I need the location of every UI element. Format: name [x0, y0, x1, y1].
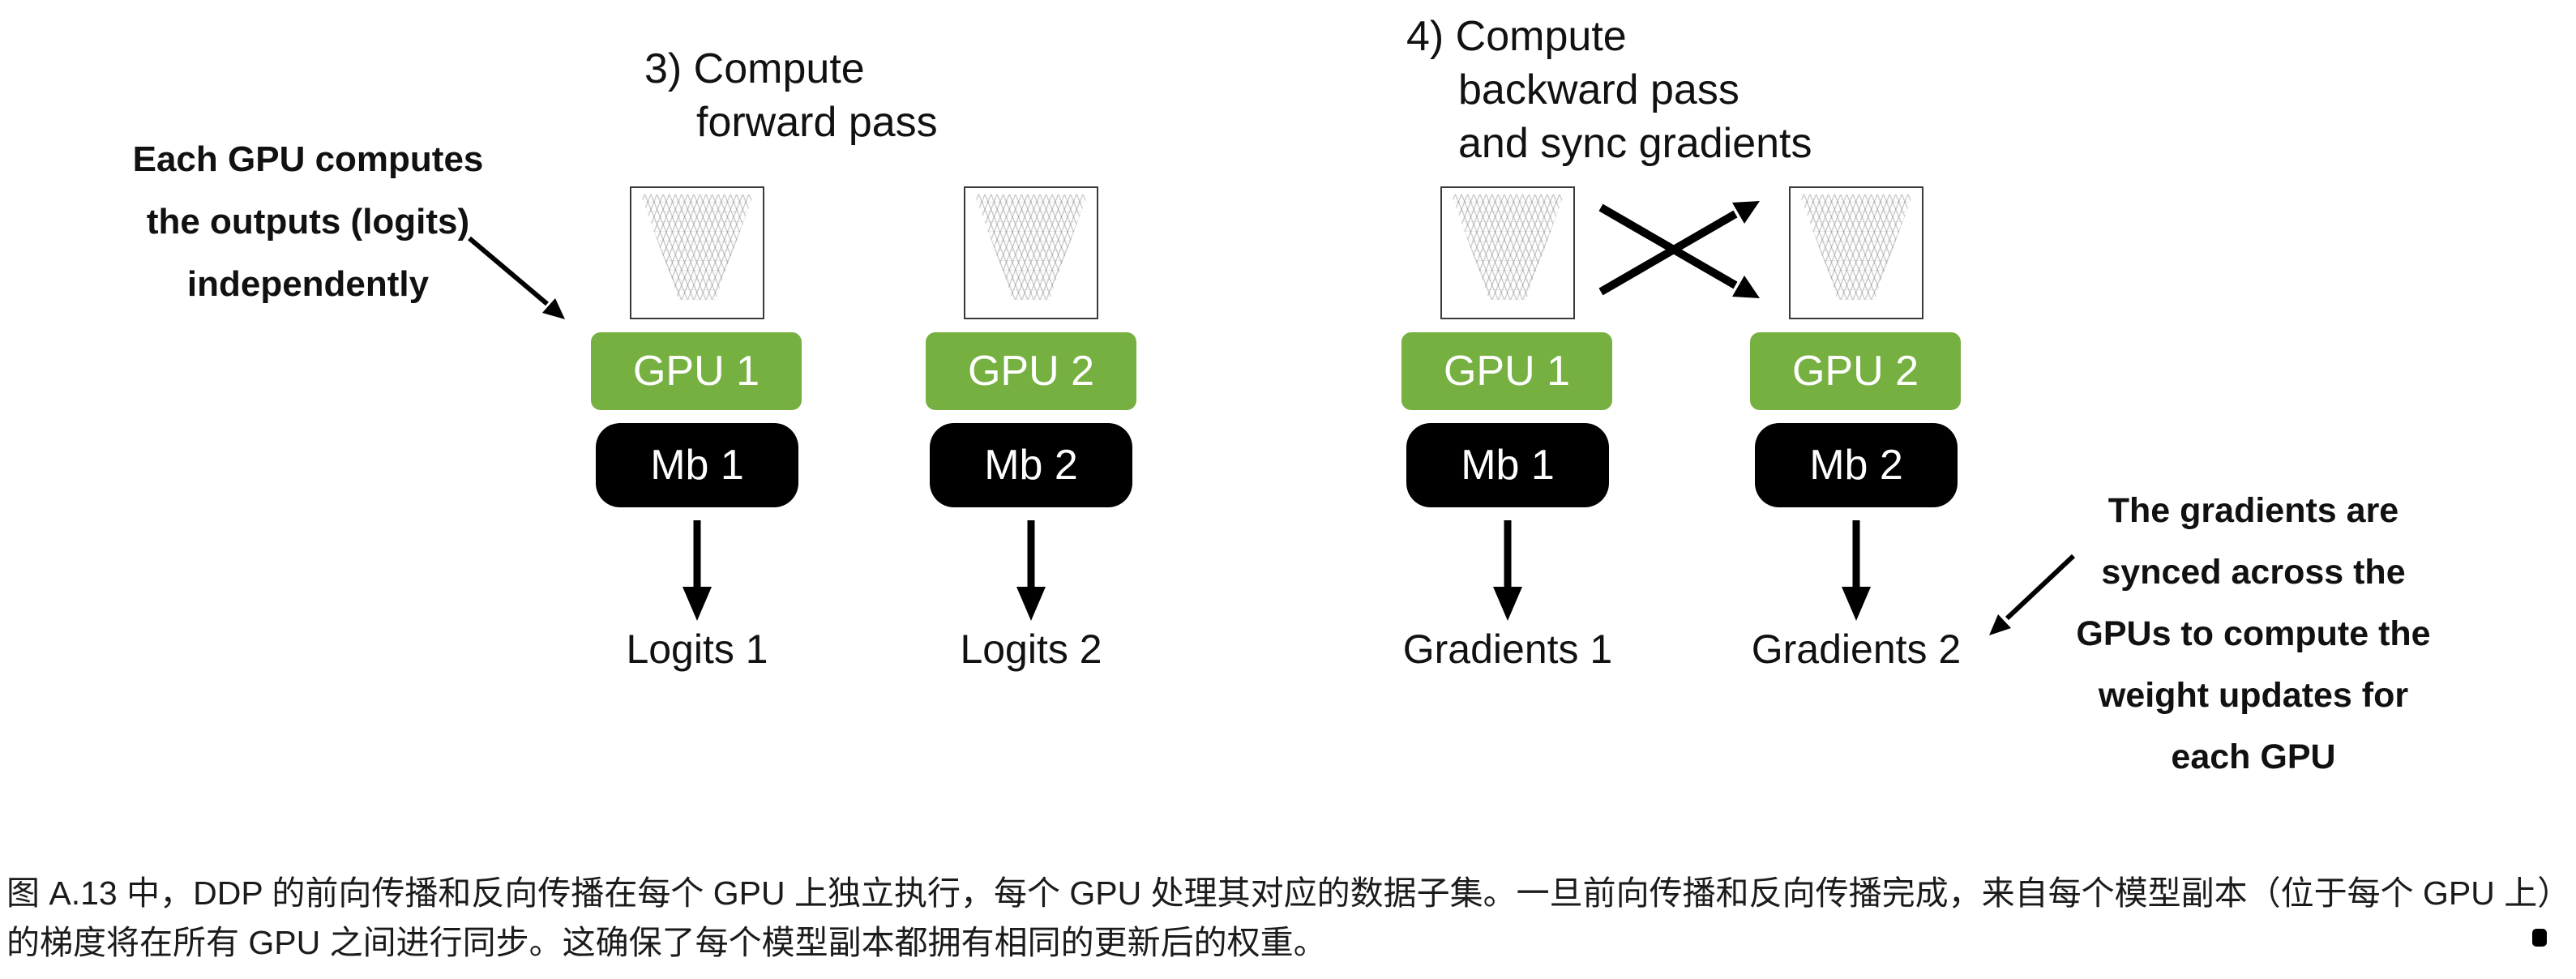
- down-arrow-icon: [1013, 517, 1049, 622]
- step4-label-line2: backward pass: [1458, 66, 1739, 113]
- left-annotation-line3: independently: [186, 264, 430, 304]
- neural-network-icon: [630, 186, 764, 319]
- gpu-box: GPU 2: [1750, 332, 1961, 410]
- annotation-arrow-icon: [1984, 553, 2077, 646]
- output-label: Logits 1: [626, 626, 768, 672]
- right-annotation-line2: synced across the: [2101, 553, 2406, 592]
- neural-network-icon: [1440, 186, 1575, 319]
- microbatch-box: Mb 2: [1755, 423, 1958, 507]
- step3-label-line2: forward pass: [696, 99, 938, 146]
- step3-label: 3) Compute forward pass: [644, 42, 938, 149]
- microbatch-box: Mb 1: [1406, 423, 1609, 507]
- step3-label-line1: 3) Compute: [644, 45, 865, 92]
- sync-arrows-icon: [1589, 193, 1775, 306]
- right-annotation-line5: each GPU: [2171, 737, 2336, 776]
- right-annotation-line1: The gradients are: [2107, 491, 2399, 530]
- output-label: Gradients 1: [1402, 626, 1613, 672]
- down-arrow-icon: [1490, 517, 1525, 622]
- gpu-box: GPU 1: [591, 332, 802, 410]
- left-annotation-line1: Each GPU computes: [132, 139, 484, 179]
- right-annotation-line3: GPUs to compute the: [2076, 614, 2431, 653]
- neural-network-icon: [1789, 186, 1923, 319]
- output-label: Gradients 2: [1751, 626, 1962, 672]
- gpu-box: GPU 1: [1401, 332, 1612, 410]
- step4-label-line3: and sync gradients: [1458, 120, 1812, 167]
- down-arrow-icon: [1838, 517, 1874, 622]
- step4-label: 4) Compute backward pass and sync gradie…: [1406, 10, 1812, 170]
- caption-line1: 图 A.13 中，DDP 的前向传播和反向传播在每个 GPU 上独立执行，每个 …: [6, 874, 2571, 912]
- output-label: Logits 2: [960, 626, 1102, 672]
- microbatch-box: Mb 1: [596, 423, 798, 507]
- left-annotation: Each GPU computes the outputs (logits) i…: [73, 128, 543, 315]
- down-arrow-icon: [679, 517, 715, 622]
- caption-line2: 的梯度将在所有 GPU 之间进行同步。这确保了每个模型副本都拥有相同的更新后的权…: [6, 924, 1327, 961]
- left-annotation-line2: the outputs (logits): [146, 202, 470, 242]
- right-annotation-line4: weight updates for: [2098, 676, 2409, 715]
- step4-label-line1: 4) Compute: [1406, 13, 1627, 60]
- microbatch-box: Mb 2: [930, 423, 1132, 507]
- figure-caption: 图 A.13 中，DDP 的前向传播和反向传播在每个 GPU 上独立执行，每个 …: [6, 869, 2572, 968]
- text-cursor-dot: [2532, 929, 2547, 947]
- annotation-arrow-icon: [466, 235, 571, 328]
- gpu-box: GPU 2: [926, 332, 1136, 410]
- neural-network-icon: [964, 186, 1098, 319]
- right-annotation: The gradients are synced across the GPUs…: [2051, 480, 2456, 788]
